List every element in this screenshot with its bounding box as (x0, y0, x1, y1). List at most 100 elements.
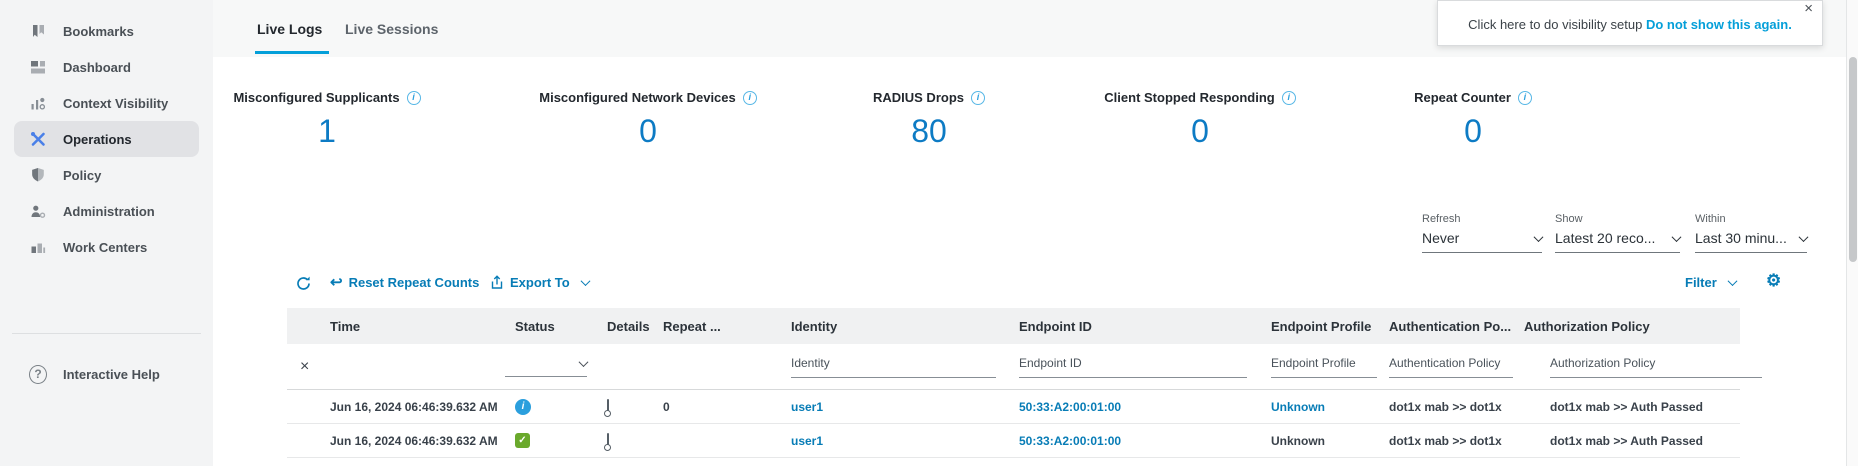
header-endpoint-profile[interactable]: Endpoint Profile (1265, 319, 1383, 334)
header-repeat[interactable]: Repeat ... (655, 319, 785, 334)
sidebar: Bookmarks Dashboard Context Visibility O… (0, 0, 213, 466)
table-settings-button[interactable]: ⚙ (1766, 272, 1781, 289)
endpoint-id-link[interactable]: 50:33:A2:00:01:00 (1019, 400, 1121, 414)
status-passed-icon[interactable]: ✓ (515, 433, 530, 448)
endpoint-profile-filter-input[interactable] (1271, 356, 1377, 378)
sidebar-item-bookmarks[interactable]: Bookmarks (14, 13, 199, 49)
metric-repeat-counter: Repeat Counter i 0 (1313, 90, 1633, 150)
metric-client-stopped-responding: Client Stopped Responding i 0 (1040, 90, 1360, 150)
vertical-scrollbar[interactable] (1846, 0, 1858, 466)
identity-link[interactable]: user1 (791, 434, 823, 448)
tab-live-logs[interactable]: Live Logs (257, 21, 322, 37)
show-control: Show Latest 20 reco... (1555, 213, 1680, 253)
within-control: Within Last 30 minu... (1695, 213, 1807, 253)
show-select[interactable]: Latest 20 reco... (1555, 230, 1680, 253)
refresh-button[interactable] (295, 275, 312, 292)
chevron-down-icon (1727, 276, 1737, 286)
authentication-policy-filter-input[interactable] (1389, 356, 1513, 378)
close-icon[interactable]: × (1804, 2, 1813, 16)
clear-filters-icon[interactable]: × (300, 358, 309, 375)
info-icon[interactable]: i (743, 91, 757, 105)
reset-repeat-counts-button[interactable]: ↩ Reset Repeat Counts (330, 275, 479, 290)
metric-value[interactable]: 0 (488, 113, 808, 150)
metric-label: Misconfigured Network Devices i (488, 90, 808, 105)
sidebar-item-label: Bookmarks (63, 24, 134, 39)
sidebar-item-interactive-help[interactable]: ? Interactive Help (14, 356, 199, 392)
status-filter-select[interactable] (505, 357, 587, 377)
export-to-button[interactable]: Export To (490, 275, 589, 290)
refresh-label: Refresh (1422, 213, 1542, 225)
metric-label: Repeat Counter i (1313, 90, 1633, 105)
info-icon[interactable]: i (407, 91, 421, 105)
info-icon[interactable]: i (1518, 91, 1532, 105)
cell-time: Jun 16, 2024 06:46:39.632 AM (330, 434, 505, 448)
filter-button[interactable]: Filter (1685, 275, 1736, 290)
header-endpoint-id[interactable]: Endpoint ID (1013, 319, 1265, 334)
header-authentication-policy[interactable]: Authentication Po... (1383, 319, 1518, 334)
table-row: Jun 16, 2024 06:46:39.632 AM i 0 user1 5… (287, 390, 1740, 424)
sidebar-item-label: Dashboard (63, 60, 131, 75)
identity-link[interactable]: user1 (791, 400, 823, 414)
active-tab-underline (255, 51, 329, 54)
sidebar-item-work-centers[interactable]: Work Centers (14, 229, 199, 265)
sidebar-item-administration[interactable]: Administration (14, 193, 199, 229)
header-details[interactable]: Details (595, 319, 655, 334)
metric-label: Misconfigured Supplicants i (167, 90, 487, 105)
info-icon[interactable]: i (971, 91, 985, 105)
dashboard-icon (29, 59, 47, 76)
cell-endpoint-profile: Unknown (1265, 434, 1383, 448)
info-icon[interactable]: i (1282, 91, 1296, 105)
sidebar-item-label: Operations (63, 132, 132, 147)
endpoint-id-filter-input[interactable] (1019, 356, 1247, 378)
undo-icon: ↩ (330, 275, 343, 290)
sidebar-item-dashboard[interactable]: Dashboard (14, 49, 199, 85)
metric-misconfigured-supplicants: Misconfigured Supplicants i 1 (167, 90, 487, 150)
header-status[interactable]: Status (505, 319, 595, 334)
details-magnifier-icon[interactable] (607, 399, 609, 415)
cell-authorization-policy: dot1x mab >> Auth Passed (1518, 400, 1740, 414)
metric-label: Client Stopped Responding i (1040, 90, 1360, 105)
header-time[interactable]: Time (330, 319, 505, 334)
administration-icon (29, 203, 47, 220)
endpoint-profile-link[interactable]: Unknown (1271, 400, 1325, 414)
tab-live-sessions[interactable]: Live Sessions (345, 21, 438, 37)
chevron-down-icon (1534, 232, 1544, 242)
header-authorization-policy[interactable]: Authorization Policy (1518, 319, 1740, 334)
chevron-down-icon (579, 357, 589, 367)
header-identity[interactable]: Identity (785, 319, 1013, 334)
sidebar-item-policy[interactable]: Policy (14, 157, 199, 193)
scrollbar-thumb[interactable] (1849, 57, 1857, 262)
context-visibility-icon (29, 95, 47, 112)
table-filter-row: × (287, 344, 1740, 390)
visibility-setup-notification: × Click here to do visibility setup Do n… (1437, 0, 1823, 46)
notification-text: Click here to do visibility setup Do not… (1438, 17, 1822, 32)
do-not-show-again-link[interactable]: Do not show this again. (1646, 17, 1792, 32)
show-label: Show (1555, 213, 1680, 225)
identity-filter-input[interactable] (791, 356, 996, 378)
operations-icon (29, 131, 47, 148)
authorization-policy-filter-input[interactable] (1550, 356, 1762, 378)
work-centers-icon (29, 239, 47, 256)
refresh-select[interactable]: Never (1422, 230, 1542, 253)
metric-value[interactable]: 1 (167, 113, 487, 150)
bookmarks-icon (29, 23, 47, 40)
gear-icon: ⚙ (1766, 272, 1781, 289)
metric-value[interactable]: 0 (1313, 113, 1633, 150)
table-header-row: Time Status Details Repeat ... Identity … (287, 308, 1740, 344)
within-select[interactable]: Last 30 minu... (1695, 230, 1807, 253)
live-logs-table: Time Status Details Repeat ... Identity … (287, 308, 1740, 458)
cell-authentication-policy: dot1x mab >> dot1x (1383, 400, 1518, 414)
main-content: Live Logs Live Sessions × Click here to … (213, 0, 1846, 466)
status-info-icon[interactable]: i (515, 399, 531, 415)
endpoint-id-link[interactable]: 50:33:A2:00:01:00 (1019, 434, 1121, 448)
table-row: Jun 16, 2024 06:46:39.632 AM ✓ user1 50:… (287, 424, 1740, 458)
help-icon: ? (29, 366, 47, 383)
sidebar-item-label: Policy (63, 168, 101, 183)
sidebar-item-label: Administration (63, 204, 155, 219)
notification-message: Click here to do visibility setup (1468, 17, 1642, 32)
details-magnifier-icon[interactable] (607, 433, 609, 449)
metric-value[interactable]: 0 (1040, 113, 1360, 150)
sidebar-item-label: Context Visibility (63, 96, 168, 111)
sidebar-divider (12, 333, 201, 334)
